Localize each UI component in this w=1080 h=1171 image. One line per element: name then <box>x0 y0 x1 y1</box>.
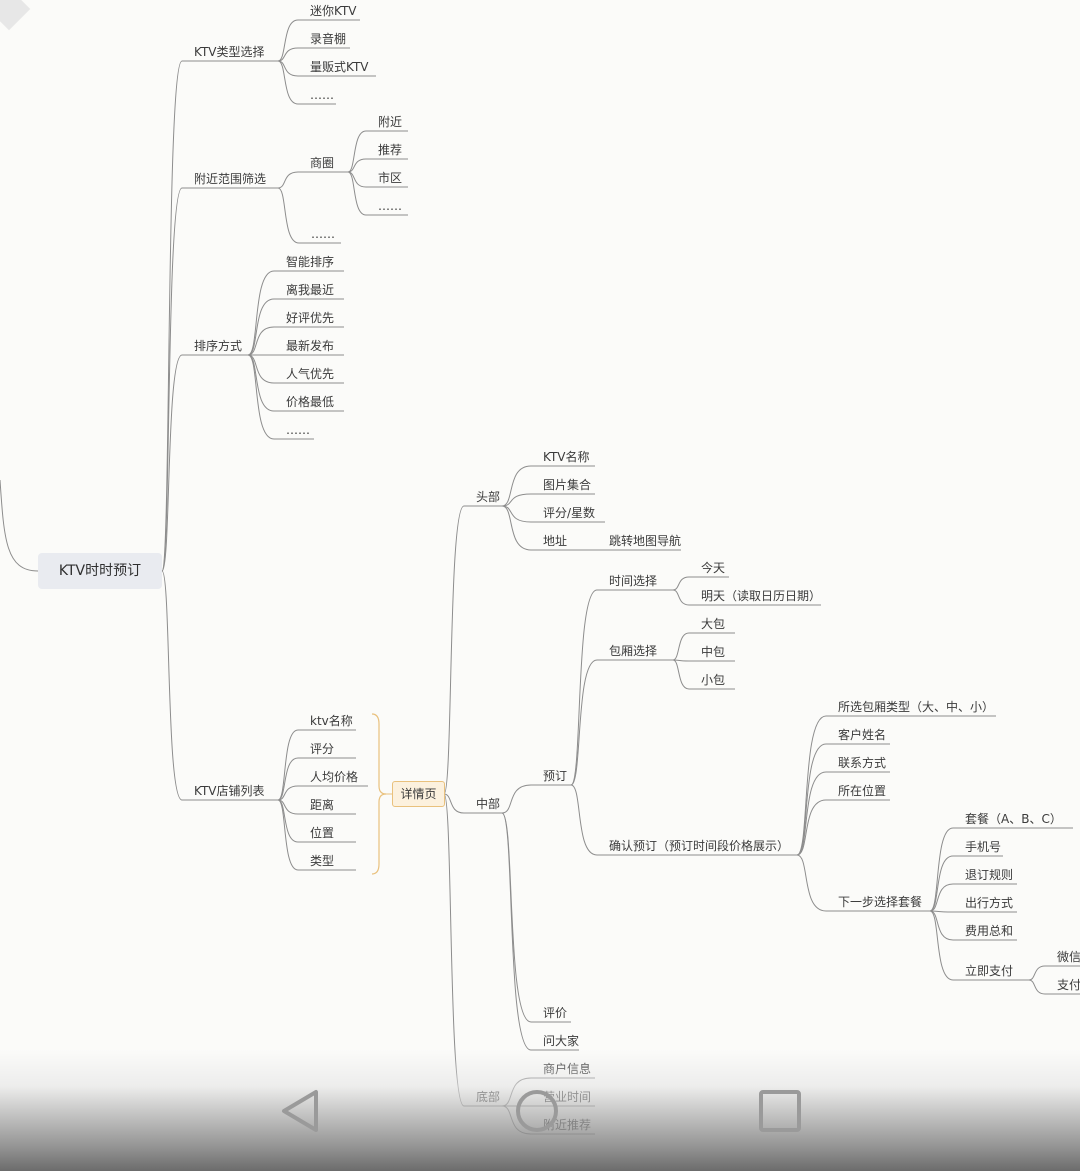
pay-item-0[interactable]: 微信 <box>1057 950 1080 964</box>
package-item-1[interactable]: 手机号 <box>965 840 1002 854</box>
pay-item-1[interactable]: 支付 <box>1057 978 1080 992</box>
sort-method[interactable]: 排序方式 <box>194 339 243 353</box>
confirm-booking[interactable]: 确认预订（预订时间段价格展示） <box>609 839 790 853</box>
store-list[interactable]: KTV店铺列表 <box>194 784 265 798</box>
sort-item-6[interactable]: …… <box>286 423 310 437</box>
room-item-1[interactable]: 中包 <box>701 645 726 659</box>
business-item-0[interactable]: 附近 <box>378 115 403 129</box>
sort-item-2[interactable]: 好评优先 <box>286 311 335 325</box>
package-item-2[interactable]: 退订规则 <box>965 868 1014 882</box>
back-triangle-icon[interactable] <box>278 1088 324 1134</box>
confirm-item-0[interactable]: 所选包厢类型（大、中、小） <box>838 700 995 714</box>
room-select[interactable]: 包厢选择 <box>609 644 658 658</box>
home-circle-icon[interactable] <box>514 1088 560 1134</box>
sort-item-3[interactable]: 最新发布 <box>286 339 335 353</box>
package-item-3[interactable]: 出行方式 <box>965 896 1014 910</box>
sort-item-0[interactable]: 智能排序 <box>286 255 335 269</box>
type-item-2[interactable]: 量贩式KTV <box>310 60 369 74</box>
business-item-3[interactable]: …… <box>378 199 402 213</box>
root-node[interactable]: KTV时时预订 <box>38 553 162 589</box>
detail-page-node[interactable]: 详情页 <box>392 781 445 807</box>
time-item-1[interactable]: 明天（读取日历日期） <box>701 589 822 603</box>
store-item-4[interactable]: 位置 <box>310 826 335 840</box>
type-item-3[interactable]: …… <box>310 88 334 102</box>
ask-everyone[interactable]: 问大家 <box>543 1034 580 1048</box>
head-item-2[interactable]: 评分/星数 <box>543 506 596 520</box>
range-filter[interactable]: 附近范围筛选 <box>194 172 267 186</box>
store-item-2[interactable]: 人均价格 <box>310 770 359 784</box>
type-item-0[interactable]: 迷你KTV <box>310 4 357 18</box>
head-item-0[interactable]: KTV名称 <box>543 450 590 464</box>
head-item-3[interactable]: 地址 <box>543 534 568 548</box>
detail-middle[interactable]: 中部 <box>476 797 501 811</box>
package-item-4[interactable]: 费用总和 <box>965 924 1014 938</box>
store-item-1[interactable]: 评分 <box>310 742 335 756</box>
head-item-1[interactable]: 图片集合 <box>543 478 592 492</box>
review[interactable]: 评价 <box>543 1006 568 1020</box>
time-item-0[interactable]: 今天 <box>701 561 726 575</box>
range-more[interactable]: …… <box>311 227 335 241</box>
confirm-item-3[interactable]: 所在位置 <box>838 784 887 798</box>
type-select[interactable]: KTV类型选择 <box>194 45 265 59</box>
business-district[interactable]: 商圈 <box>310 156 335 170</box>
room-item-2[interactable]: 小包 <box>701 673 726 687</box>
confirm-item-2[interactable]: 联系方式 <box>838 756 887 770</box>
next-package[interactable]: 下一步选择套餐 <box>838 895 923 909</box>
map-navigation[interactable]: 跳转地图导航 <box>609 534 682 548</box>
booking[interactable]: 预订 <box>543 769 568 783</box>
system-nav-bar <box>0 1050 1080 1171</box>
store-item-3[interactable]: 距离 <box>310 798 335 812</box>
store-item-0[interactable]: ktv名称 <box>310 714 353 728</box>
sort-item-4[interactable]: 人气优先 <box>286 367 335 381</box>
pay-now[interactable]: 立即支付 <box>965 964 1014 978</box>
time-select[interactable]: 时间选择 <box>609 574 658 588</box>
room-item-0[interactable]: 大包 <box>701 617 726 631</box>
type-item-1[interactable]: 录音棚 <box>310 32 347 46</box>
business-item-1[interactable]: 推荐 <box>378 143 403 157</box>
store-item-5[interactable]: 类型 <box>310 854 335 868</box>
sort-item-5[interactable]: 价格最低 <box>286 395 335 409</box>
business-item-2[interactable]: 市区 <box>378 171 403 185</box>
confirm-item-1[interactable]: 客户姓名 <box>838 728 887 742</box>
package-item-0[interactable]: 套餐（A、B、C） <box>965 812 1062 826</box>
sort-item-1[interactable]: 离我最近 <box>286 283 335 297</box>
recent-square-icon[interactable] <box>757 1088 803 1134</box>
detail-head[interactable]: 头部 <box>476 490 501 504</box>
